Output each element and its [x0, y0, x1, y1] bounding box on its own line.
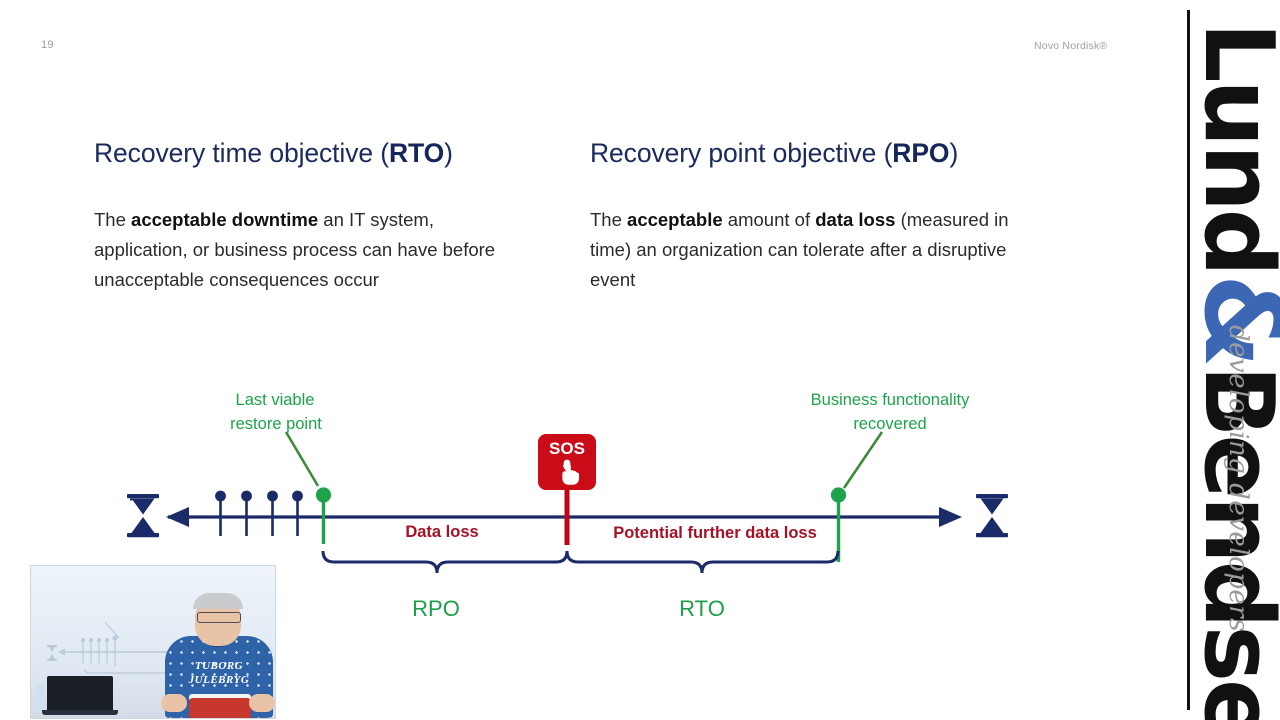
rpo-heading-paren: ) [949, 138, 959, 168]
rpo-body-emphasis2: data loss [815, 209, 896, 230]
rto-heading-acronym: RTO [389, 138, 445, 168]
annotation-recovered-line1: Business functionality [811, 391, 970, 409]
rpo-body-part1: The [590, 209, 628, 230]
recovery-point-marker [830, 487, 847, 562]
logo-word-lund: Lund [1183, 22, 1280, 274]
page-number: 19 [41, 39, 54, 51]
annotation-recovered-line2: recovered [853, 415, 926, 433]
page-title-rto: Recovery time objective (RTO) [94, 138, 524, 169]
logo-tagline: developing developers [1223, 325, 1253, 633]
rto-body-part2: an IT system, application, or business p… [94, 209, 496, 290]
rto-body: The acceptable downtime an IT system, ap… [94, 205, 524, 295]
rpo-body-part3: (measured in time) an organization can t… [590, 209, 1009, 290]
presenter-hand-right [249, 694, 275, 712]
leader-line-recovered [842, 431, 884, 489]
sos-sign-icon: SOS [538, 434, 596, 490]
annotation-restore-point-line2: restore point [230, 415, 322, 433]
restore-point-marker [315, 487, 332, 544]
backup-marker-1 [215, 490, 226, 536]
webcam-laptop [42, 676, 118, 715]
brace-label-rto: RTO [679, 596, 725, 621]
presenter-hair [193, 593, 243, 609]
column-rto: Recovery time objective (RTO) The accept… [94, 138, 524, 295]
timeline-arrow-right-icon [939, 507, 962, 527]
backup-marker-4 [292, 490, 303, 536]
rpo-body: The acceptable amount of data loss (meas… [590, 205, 1020, 295]
backup-marker-3 [267, 490, 278, 536]
timeline-arrow-left-icon [166, 507, 189, 527]
brace-rto [565, 550, 840, 574]
brand-mark: Novo Nordisk® [1034, 40, 1108, 52]
rpo-body-part2: amount of [722, 209, 816, 230]
sweater-text-line1: TUBORG [194, 660, 244, 672]
sweater-text-line2: JULEBRYG [188, 674, 250, 686]
rpo-heading-text: Recovery point objective ( [590, 138, 893, 168]
rto-heading-paren: ) [444, 138, 453, 168]
rto-heading-text: Recovery time objective ( [94, 138, 389, 168]
presenter-held-object [189, 698, 251, 718]
brace-label-rpo: RPO [412, 596, 460, 621]
logo-panel: Lund&Bendsen developing developers [1178, 0, 1280, 720]
sos-sign-label: SOS [549, 439, 585, 458]
rpo-heading-acronym: RPO [892, 138, 950, 168]
brace-rpo [321, 550, 569, 574]
page-title-rpo: Recovery point objective (RPO) [590, 138, 1020, 169]
logo-divider-rule [1187, 10, 1190, 710]
hourglass-left-icon [127, 494, 159, 538]
presenter-webcam-overlay[interactable]: TUBORG JULEBRYG [30, 565, 276, 719]
webcam-presenter: TUBORG JULEBRYG [161, 590, 275, 718]
webcam-bottle [36, 684, 44, 712]
annotation-restore-point-line1: Last viable [236, 391, 315, 409]
backup-marker-2 [241, 490, 252, 536]
hourglass-right-icon [976, 494, 1008, 538]
column-rpo: Recovery point objective (RPO) The accep… [590, 138, 1020, 295]
presenter-glasses-icon [197, 612, 241, 623]
segment-label-data-loss: Data loss [405, 523, 478, 541]
leader-line-restore-point [284, 431, 320, 487]
presenter-held-object-lid [189, 694, 251, 701]
rto-body-emphasis: acceptable downtime [131, 209, 319, 230]
presenter-hand-left [161, 694, 187, 712]
rpo-body-emphasis1: acceptable [627, 209, 723, 230]
pressing-hand-icon [562, 459, 579, 485]
rto-body-part1: The [94, 209, 132, 230]
segment-label-further-data-loss: Potential further data loss [613, 524, 817, 542]
